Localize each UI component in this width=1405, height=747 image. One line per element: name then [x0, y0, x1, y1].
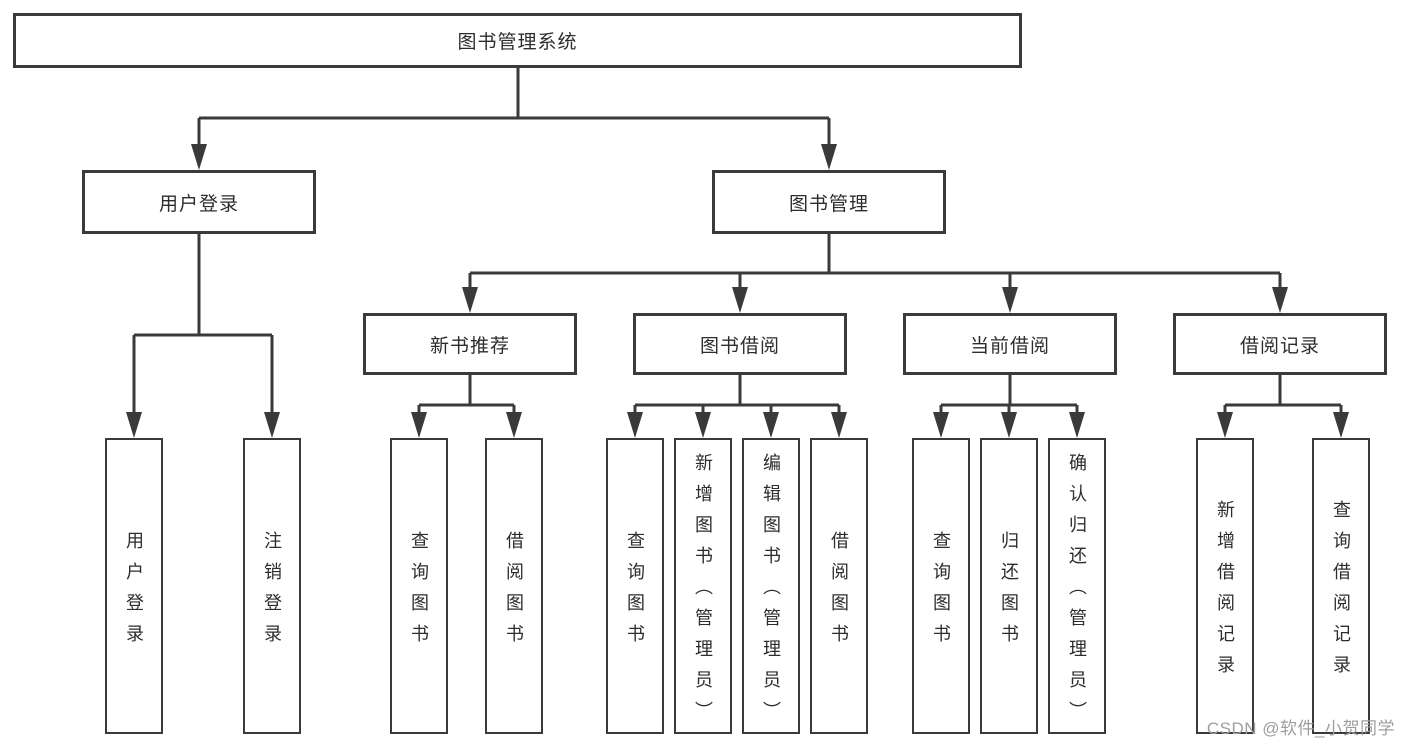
node-label: 图书管理 — [788, 193, 869, 215]
leaf-label: 归还图书 — [999, 530, 1019, 655]
leaf-records-add-borrow-record: 新增借阅记录 — [1196, 438, 1254, 734]
arrowhead-icon — [1069, 412, 1085, 438]
arrowhead-icon — [1333, 412, 1349, 438]
leaf-records-query-borrow-record: 查询借阅记录 — [1312, 438, 1370, 734]
leaf-borrowing-add-books-admin: 新增图书（管理员） — [674, 438, 732, 734]
leaf-label: 查询图书 — [931, 530, 951, 655]
leaf-label: 用户登录 — [124, 530, 144, 655]
leaf-current-return-books: 归还图书 — [980, 438, 1038, 734]
csdn-watermark: CSDN @软件_小贺同学 — [1206, 719, 1395, 738]
node-current-borrowing: 当前借阅 — [903, 313, 1117, 375]
leaf-label: 借阅图书 — [504, 530, 524, 655]
node-book-management: 图书管理 — [712, 170, 946, 234]
arrowhead-icon — [411, 412, 427, 438]
node-user-login: 用户登录 — [82, 170, 316, 234]
leaf-current-confirm-return-admin: 确认归还（管理员） — [1048, 438, 1106, 734]
arrowhead-icon — [1217, 412, 1233, 438]
node-new-book-recommendation: 新书推荐 — [363, 313, 577, 375]
node-label: 用户登录 — [158, 193, 239, 215]
connector-current-borrowing-to-leaves — [939, 375, 1079, 414]
node-book-borrowing: 图书借阅 — [633, 313, 847, 375]
leaf-label: 新增借阅记录 — [1215, 499, 1235, 686]
arrowhead-icon — [126, 412, 142, 438]
leaf-label: 查询图书 — [625, 530, 645, 655]
arrowhead-icon — [821, 144, 837, 170]
arrowhead-icon — [732, 287, 748, 313]
arrowhead-icon — [627, 412, 643, 438]
leaf-newbook-borrow-books: 借阅图书 — [485, 438, 543, 734]
node-label: 借阅记录 — [1239, 335, 1320, 357]
arrowhead-icon — [191, 144, 207, 170]
leaf-label: 借阅图书 — [829, 530, 849, 655]
connector-root-to-level2 — [197, 68, 831, 146]
connector-book-management-to-level3 — [468, 234, 1282, 289]
arrowhead-icon — [763, 412, 779, 438]
leaf-label: 新增图书（管理员） — [693, 453, 713, 732]
node-borrowing-records: 借阅记录 — [1173, 313, 1387, 375]
leaf-current-query-books: 查询图书 — [912, 438, 970, 734]
leaf-borrowing-query-books: 查询图书 — [606, 438, 664, 734]
leaf-borrowing-edit-books-admin: 编辑图书（管理员） — [742, 438, 800, 734]
arrowhead-icon — [695, 412, 711, 438]
leaf-logout: 注销登录 — [243, 438, 301, 734]
arrowhead-icon — [1002, 287, 1018, 313]
arrowhead-icon — [831, 412, 847, 438]
leaf-label: 注销登录 — [262, 530, 282, 655]
leaf-label: 确认归还（管理员） — [1067, 453, 1087, 732]
node-label: 图书借阅 — [699, 335, 780, 357]
arrowhead-icon — [1001, 412, 1017, 438]
node-label: 图书管理系统 — [457, 32, 578, 53]
node-label: 当前借阅 — [969, 335, 1050, 357]
leaf-label: 查询借阅记录 — [1331, 499, 1351, 686]
arrowhead-icon — [462, 287, 478, 313]
arrowhead-icon — [933, 412, 949, 438]
arrowhead-icon — [506, 412, 522, 438]
connector-borrow-records-to-leaves — [1223, 375, 1343, 414]
leaf-newbook-query-books: 查询图书 — [390, 438, 448, 734]
leaf-label: 编辑图书（管理员） — [761, 453, 781, 732]
leaf-borrowing-borrow-books: 借阅图书 — [810, 438, 868, 734]
leaf-label: 查询图书 — [409, 530, 429, 655]
node-label: 新书推荐 — [429, 335, 510, 357]
connector-book-borrowing-to-leaves — [633, 375, 841, 414]
connector-user-login-to-leaves — [132, 234, 274, 414]
arrowhead-icon — [1272, 287, 1288, 313]
connector-new-book-to-leaves — [417, 375, 516, 414]
leaf-user-login: 用户登录 — [105, 438, 163, 734]
arrowhead-icon — [264, 412, 280, 438]
node-library-management-system: 图书管理系统 — [13, 13, 1022, 68]
